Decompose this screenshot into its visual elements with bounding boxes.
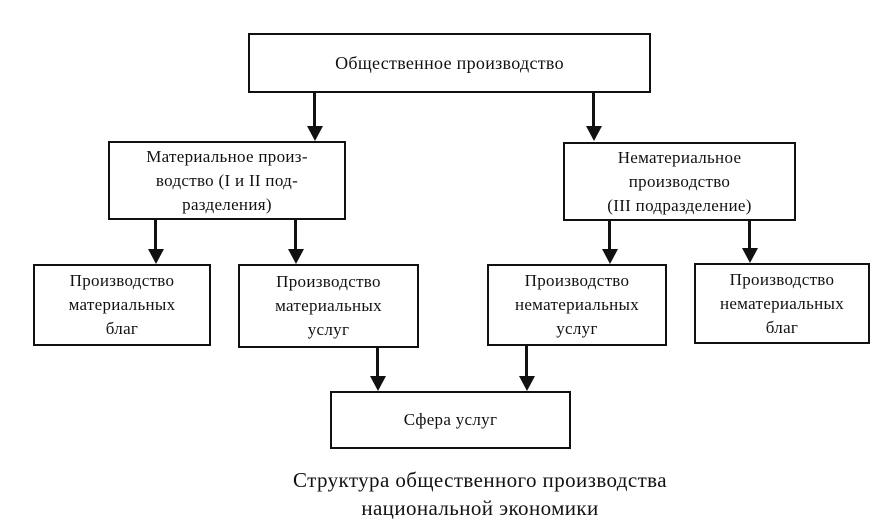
- node-social-production: Общественное производство: [248, 33, 651, 93]
- arrow-nonmaterial-production-to-services: [608, 221, 611, 249]
- node-material-production: Материальное произ- водство (I и II под-…: [108, 141, 346, 220]
- arrow-material-production-to-goods: [154, 220, 157, 249]
- node-material-services: Производство материальных услуг: [238, 264, 419, 348]
- arrow-social-to-nonmaterial-production: [592, 93, 595, 126]
- node-nonmaterial-production: Нематериальное производство (III подразд…: [563, 142, 796, 221]
- node-service-sphere: Сфера услуг: [330, 391, 571, 449]
- arrow-social-to-material-production: [313, 93, 316, 126]
- arrow-material-services-to-sphere: [376, 348, 379, 376]
- node-nonmaterial-services: Производство нематериальных услуг: [487, 264, 667, 346]
- node-nonmaterial-goods: Производство нематериальных благ: [694, 263, 870, 344]
- diagram-caption: Структура общественного производства нац…: [293, 468, 667, 520]
- arrow-nonmaterial-services-to-sphere: [525, 346, 528, 376]
- node-material-goods: Производство материальных благ: [33, 264, 211, 346]
- arrow-material-production-to-services: [294, 220, 297, 249]
- arrow-nonmaterial-production-to-goods: [748, 221, 751, 248]
